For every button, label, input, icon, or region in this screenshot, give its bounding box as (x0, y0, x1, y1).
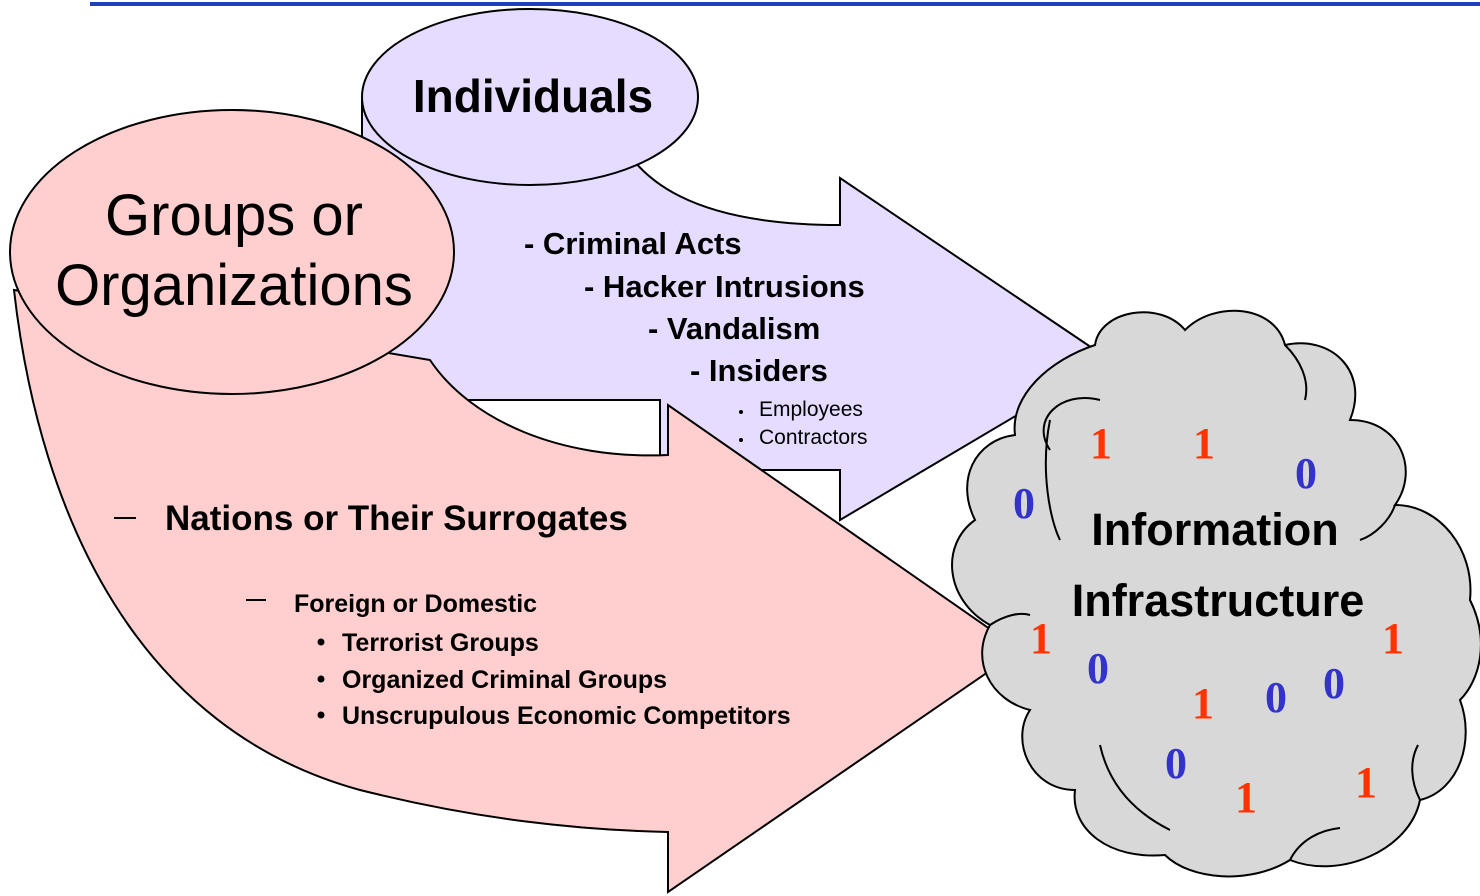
cloud-inner-line (1411, 744, 1421, 801)
individuals-title: Individuals (413, 70, 653, 122)
individuals-item-vandalism: - Vandalism (648, 311, 820, 346)
groups-title-line1: Groups or (105, 183, 363, 248)
individuals-list: - Criminal Acts - Hacker Intrusions - Va… (524, 226, 865, 388)
groups-arrow-body (12, 288, 1022, 894)
insiders-sub-contractors: Contractors (759, 426, 868, 449)
bullet-dot (317, 711, 325, 719)
binary-digit: 1 (1192, 679, 1214, 728)
groups-bullet-terrorist: Terrorist Groups (342, 629, 539, 657)
insiders-sublist: Employees Contractors (739, 398, 868, 449)
cloud-inner-line (1284, 344, 1308, 401)
individuals-arrow: Individuals (361, 8, 1112, 522)
binary-digit: 1 (1090, 419, 1112, 468)
binary-digit: 1 (1235, 773, 1257, 822)
groups-title-line2: Organizations (55, 253, 413, 318)
bullet-dot (317, 675, 325, 683)
individuals-item-hacker-intrusions: - Hacker Intrusions (584, 269, 865, 304)
cloud-inner-line (1042, 397, 1101, 451)
insiders-sub-employees: Employees (759, 398, 863, 421)
groups-sub-heading: Foreign or Domestic (294, 590, 537, 618)
groups-ellipse (9, 109, 455, 395)
cloud-title-line2: Infrastructure (1072, 575, 1365, 626)
binary-digit: 0 (1323, 659, 1345, 708)
individuals-item-insiders: - Insiders (690, 353, 828, 388)
individuals-ellipse (361, 8, 699, 186)
bullet-dot (317, 638, 325, 646)
binary-digit: 0 (1295, 449, 1317, 498)
cloud-inner-line (1359, 504, 1396, 541)
groups-bullet-economic-competitors: Unscrupulous Economic Competitors (342, 702, 791, 730)
groups-arrow: Groups or Organizations (9, 109, 1022, 894)
binary-digit: 0 (1265, 673, 1287, 722)
cloud-inner-line (1289, 827, 1341, 861)
binary-digit: 0 (1013, 479, 1035, 528)
cloud-inner-line (989, 612, 1031, 626)
cloud-inner-line (1099, 744, 1171, 831)
binary-digit: 1 (1382, 614, 1404, 663)
groups-list: Nations or Their Surrogates Foreign or D… (114, 499, 791, 730)
binary-digit: 1 (1193, 419, 1215, 468)
cloud-shape (951, 309, 1480, 878)
binary-digit: 0 (1087, 644, 1109, 693)
binary-digit: 0 (1165, 739, 1187, 788)
cloud-title-line1: Information (1091, 504, 1338, 555)
individuals-item-criminal-acts: - Criminal Acts (524, 226, 742, 261)
groups-bullet-organized-criminal: Organized Criminal Groups (342, 666, 667, 694)
binary-digit: 1 (1355, 758, 1377, 807)
groups-main-item: Nations or Their Surrogates (165, 499, 628, 538)
information-infrastructure-cloud: Information Infrastructure 1 1 0 0 1 0 1… (951, 309, 1480, 878)
binary-digit: 1 (1030, 614, 1052, 663)
bullet-dot (739, 410, 743, 414)
cloud-inner-line (1044, 419, 1061, 541)
bullet-dot (739, 438, 743, 442)
